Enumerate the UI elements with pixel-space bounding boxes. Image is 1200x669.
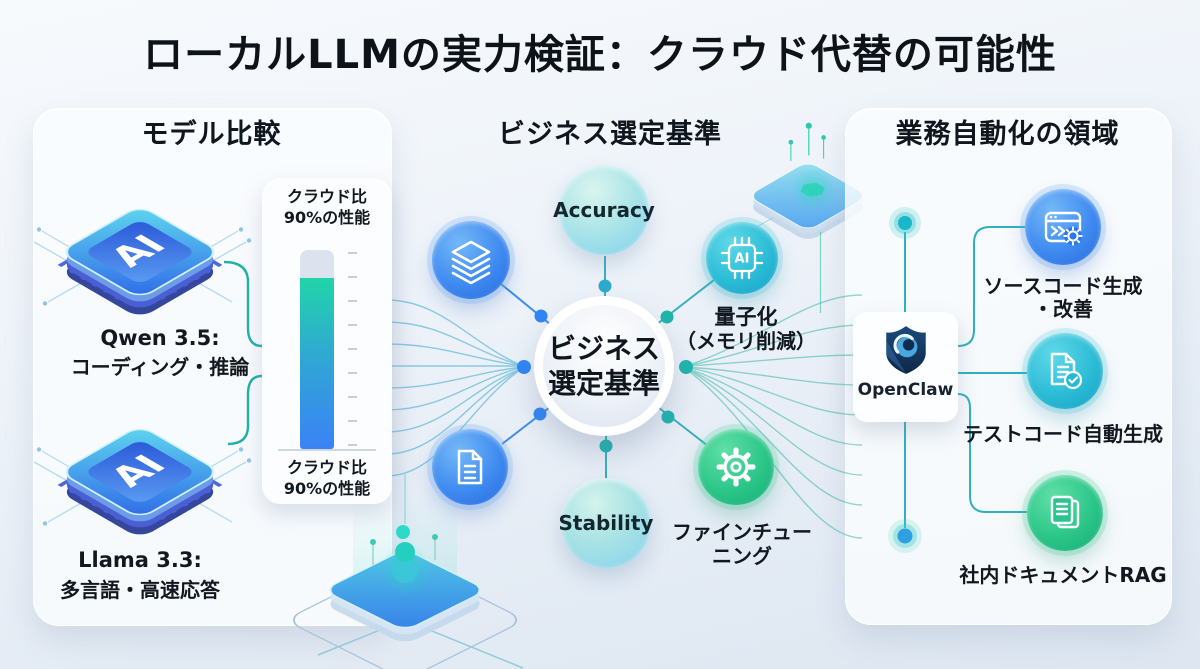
document-node [432, 429, 508, 505]
gauge-tick [348, 396, 357, 398]
gauge-tick [348, 444, 357, 446]
gauge-tick [348, 372, 357, 374]
source-code-node [1025, 189, 1101, 265]
ai-chip-illustration-qwen: AI [33, 208, 252, 315]
chip-gauge-connectors [223, 260, 263, 446]
gauge-bar-track [300, 250, 334, 449]
gauge-top-label-line1: クラウド比 [286, 187, 367, 206]
layers-node [432, 221, 510, 299]
openclaw-name: OpenClaw [857, 380, 954, 400]
model-name-llama: Llama 3.3: [78, 548, 202, 572]
quantization-label-line1: 量子化 [714, 305, 778, 329]
shield-swirl-icon [885, 326, 926, 374]
document-icon [457, 449, 483, 485]
hub-node-dots [517, 279, 693, 453]
model-name-qwen: Qwen 3.5: [100, 326, 220, 350]
test-code-label: テストコード自動生成 [963, 422, 1163, 446]
accuracy-label: Accuracy [553, 198, 655, 222]
gauge-bottom-label-line1: クラウド比 [286, 458, 367, 477]
model-desc-llama: 多言語・高速応答 [60, 578, 220, 602]
center-panel-heading: ビジネス選定基準 [498, 119, 722, 150]
accuracy-node: Accuracy [553, 165, 655, 255]
hub-label-line1: ビジネス [547, 332, 660, 365]
ai-chip-icon: AI [720, 236, 764, 280]
gauge-tick [348, 420, 357, 422]
gauge-tick [348, 324, 357, 326]
svg-text:AI: AI [735, 252, 750, 267]
gauge-tick [348, 300, 357, 302]
stacked-documents-icon [1050, 495, 1080, 529]
hub-label-line2: 選定基準 [547, 367, 660, 400]
source-code-label-line2: ・改善 [1033, 297, 1093, 321]
right-panel-heading: 業務自動化の領域 [895, 119, 1120, 150]
gauge-tick [348, 348, 357, 350]
rag-label: 社内ドキュメントRAG [959, 563, 1167, 587]
model-desc-qwen: コーディング・推論 [70, 355, 250, 379]
openclaw-card: OpenClaw [853, 312, 958, 422]
iso-chip-decoration-bottom [292, 472, 524, 669]
stability-label: Stability [558, 511, 654, 535]
layers-icon [451, 240, 491, 285]
fan-right [685, 294, 863, 539]
quantization-label-line2: （メモリ削減） [676, 329, 816, 353]
automation-glow-dot-top [889, 207, 921, 239]
finetuning-node [698, 429, 774, 505]
quantization-node: AI [706, 222, 778, 294]
page-title: ローカルLLMの実力検証：クラウド代替の可能性 [143, 32, 1057, 78]
automation-connectors [904, 226, 1029, 528]
performance-gauge-card: クラウド比 90%の性能 クラウド比 90%の性能 [262, 178, 392, 504]
code-window-gear-icon [1044, 211, 1083, 246]
gauge-bottom-label: クラウド比 90%の性能 [262, 457, 392, 499]
fan-left [385, 299, 524, 477]
iso-chip-decoration-top [737, 122, 864, 313]
hub-inner: ビジネス 選定基準 [543, 305, 665, 427]
stability-node: Stability [558, 478, 654, 568]
gauge-baseline [278, 449, 376, 451]
gauge-tick [348, 276, 357, 278]
ai-chip-illustration-llama: AI [33, 428, 252, 535]
finetuning-label-line2: ニング [712, 544, 772, 568]
gauge-top-label-line2: 90%の性能 [283, 208, 371, 227]
gear-icon [716, 447, 756, 487]
hub-circle: ビジネス 選定基準 [534, 296, 674, 436]
finetuning-label-line1: ファインチュー [672, 520, 812, 544]
source-code-label-line1: ソースコード生成 [983, 274, 1143, 298]
gauge-bottom-label-line2: 90%の性能 [283, 479, 371, 498]
test-code-node [1027, 333, 1103, 409]
gauge-tick [348, 252, 357, 254]
automation-glow-dot-bottom [888, 519, 922, 553]
gauge-bar-fill [300, 277, 334, 449]
document-check-icon [1050, 352, 1083, 390]
left-panel-heading: モデル比較 [141, 119, 282, 150]
rag-node [1027, 475, 1103, 551]
gauge-top-label: クラウド比 90%の性能 [262, 186, 392, 228]
